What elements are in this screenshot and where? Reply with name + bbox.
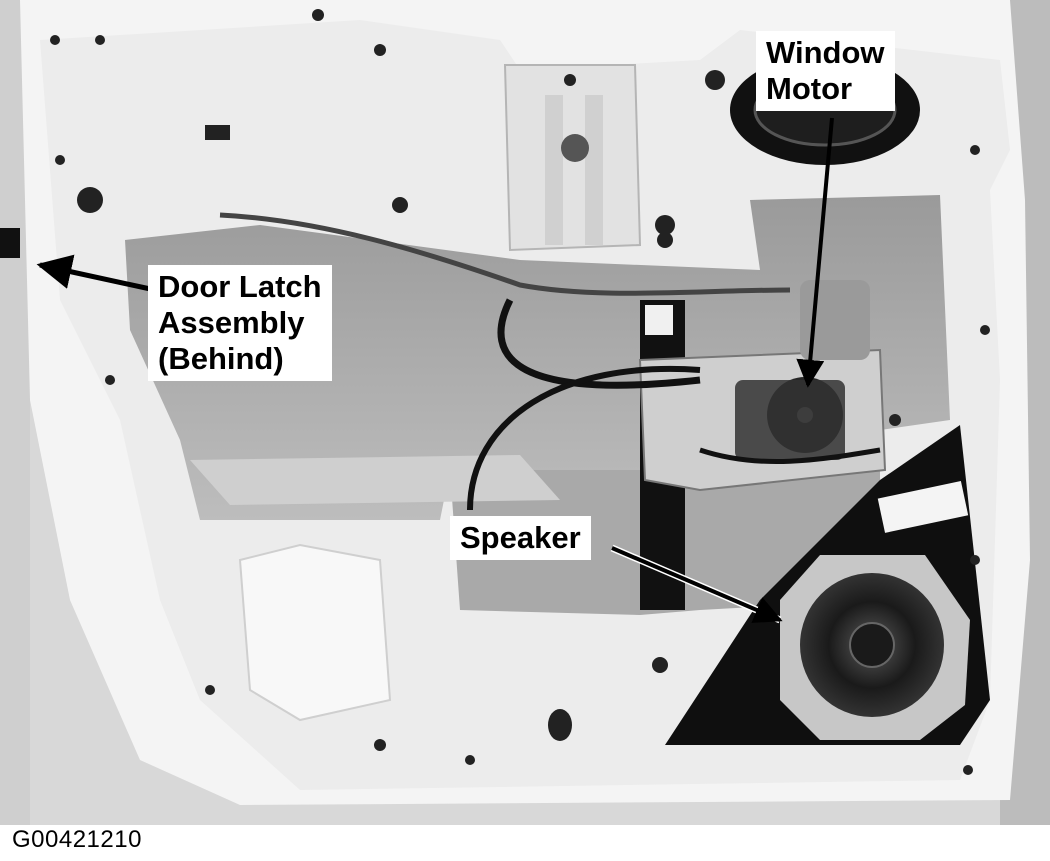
door-latch-label: Door Latch Assembly (Behind): [148, 265, 332, 381]
figure-id: G00421210: [12, 826, 142, 853]
door-panel-photo: [0, 0, 1050, 825]
window-motor-label: Window Motor: [756, 31, 895, 111]
speaker-label: Speaker: [450, 516, 591, 560]
